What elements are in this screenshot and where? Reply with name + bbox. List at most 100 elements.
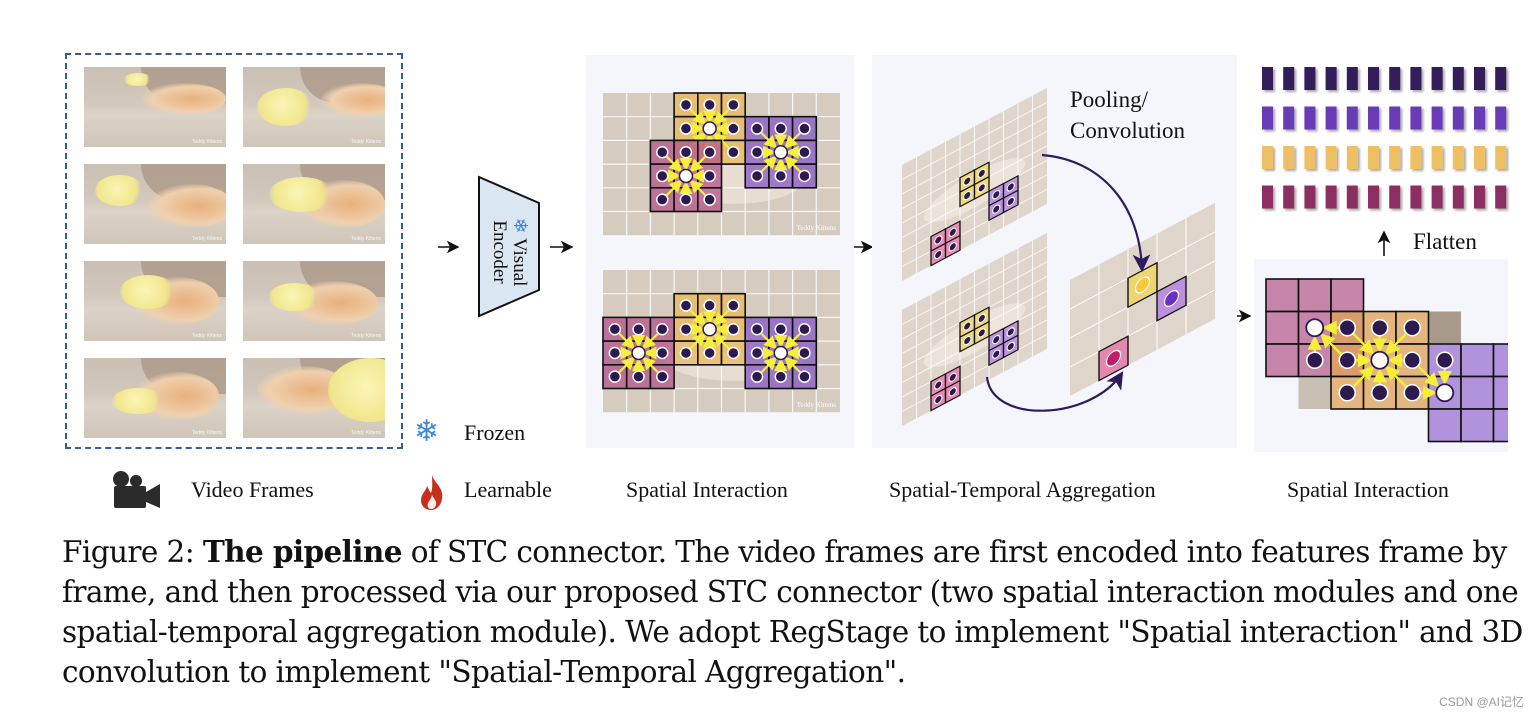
aggregated-token [1305, 318, 1325, 338]
spatial-temporal-aggregation-diagram [902, 87, 1215, 426]
feature-token [963, 335, 972, 346]
image-patch [1298, 376, 1331, 409]
feature-token [992, 189, 1001, 200]
interaction-cluster [744, 316, 818, 390]
feature-token [798, 169, 811, 183]
token-purple [1283, 106, 1295, 130]
aggregated-token [702, 121, 717, 136]
feature-token [656, 193, 669, 206]
video-frame: Teddy Kittens [84, 67, 226, 147]
frame-watermark: Teddy Kittens [191, 236, 222, 242]
feature-token [948, 387, 957, 397]
frame-watermark: Teddy Kittens [797, 224, 837, 232]
feature-token [963, 176, 972, 186]
feature-token [798, 370, 811, 383]
encoder-label: ❄ Visual Encoder [489, 207, 530, 297]
magenta-cell [1297, 278, 1332, 313]
interaction-arrow [641, 332, 659, 350]
token-magenta [1368, 185, 1379, 209]
image-patch [1428, 311, 1461, 344]
token-dark-purple [1346, 67, 1358, 90]
feature-token [798, 122, 811, 135]
token-magenta [1452, 185, 1464, 209]
token-purple [1452, 106, 1464, 130]
interaction-arrow [641, 356, 659, 374]
token-gold [1262, 146, 1273, 169]
chick [268, 176, 334, 212]
aggregated-token [1105, 349, 1122, 367]
purple-cell [1492, 375, 1508, 410]
feature-token [727, 299, 740, 312]
interaction-cluster [649, 139, 723, 213]
grid-line [902, 261, 1047, 340]
feature-token [1338, 351, 1357, 370]
aggregated-token [1163, 289, 1180, 308]
feature-token [934, 380, 943, 390]
purple-cell [1427, 408, 1462, 443]
feature-token [934, 249, 943, 260]
purple-cell [1460, 408, 1495, 443]
interaction-arrow [713, 309, 730, 326]
feature-token [948, 242, 957, 252]
frame-watermark: Teddy Kittens [350, 333, 381, 339]
feature-token [1305, 351, 1324, 370]
purple-cell [1460, 343, 1495, 378]
frame-watermark: Teddy Kittens [797, 401, 837, 409]
feature-token [703, 193, 716, 206]
feature-token [934, 394, 943, 405]
feature-token [948, 372, 957, 382]
feature-token [679, 299, 693, 312]
feature-token [703, 299, 716, 312]
grid-line [902, 101, 1047, 180]
interaction-arrow [760, 132, 778, 149]
feature-token [656, 169, 669, 183]
token-gold [1495, 146, 1507, 169]
interaction-arrow [1417, 365, 1440, 388]
feature-token [727, 346, 740, 360]
flatten-label: Flatten [1413, 229, 1477, 254]
interaction-arrow [760, 356, 778, 374]
feature-token [977, 313, 986, 323]
stage-label-spatial-interaction-2: Spatial Interaction [1287, 477, 1449, 502]
token-dark-purple [1368, 67, 1379, 90]
token-magenta [1474, 185, 1485, 209]
feature-token [798, 346, 811, 360]
token-dark-purple [1452, 67, 1464, 90]
frame-watermark: Teddy Kittens [350, 236, 381, 242]
feature-token [798, 146, 811, 159]
interaction-cluster [602, 316, 675, 390]
frame-watermark: Teddy Kittens [191, 333, 222, 339]
aggregated-token [1134, 276, 1151, 294]
pooling-label: Pooling/ Convolution [1070, 87, 1186, 143]
token-dark-purple [1431, 67, 1443, 90]
aggregated-token [1370, 350, 1390, 370]
token-purple [1431, 106, 1443, 130]
purple-cell [1492, 343, 1508, 378]
pooling-curve-top [1041, 153, 1151, 273]
chick [257, 87, 314, 127]
token-magenta [1410, 185, 1422, 209]
feature-token [1006, 182, 1015, 192]
feature-token [774, 122, 787, 135]
token-dark-purple [1325, 67, 1337, 90]
interaction-arrow [689, 309, 707, 326]
interaction-arrow [784, 356, 801, 374]
aggregated-token [773, 345, 788, 361]
chick [119, 275, 177, 309]
grid-line [902, 246, 1047, 325]
feature-token [727, 98, 740, 112]
chick [268, 283, 320, 311]
token-purple [1368, 106, 1379, 130]
feature-token [750, 122, 764, 135]
feature-token [1006, 196, 1015, 207]
token-gold [1474, 146, 1485, 169]
token-gold [1452, 146, 1464, 169]
feature-token [1370, 383, 1389, 402]
interaction-arrow [689, 155, 707, 173]
grid-line [902, 188, 1047, 267]
feature-token [727, 122, 740, 135]
video-frame: Teddy Kittens [84, 261, 226, 341]
feature-token [750, 323, 764, 336]
token-dark-purple [1410, 67, 1422, 90]
feature-token [774, 323, 787, 336]
